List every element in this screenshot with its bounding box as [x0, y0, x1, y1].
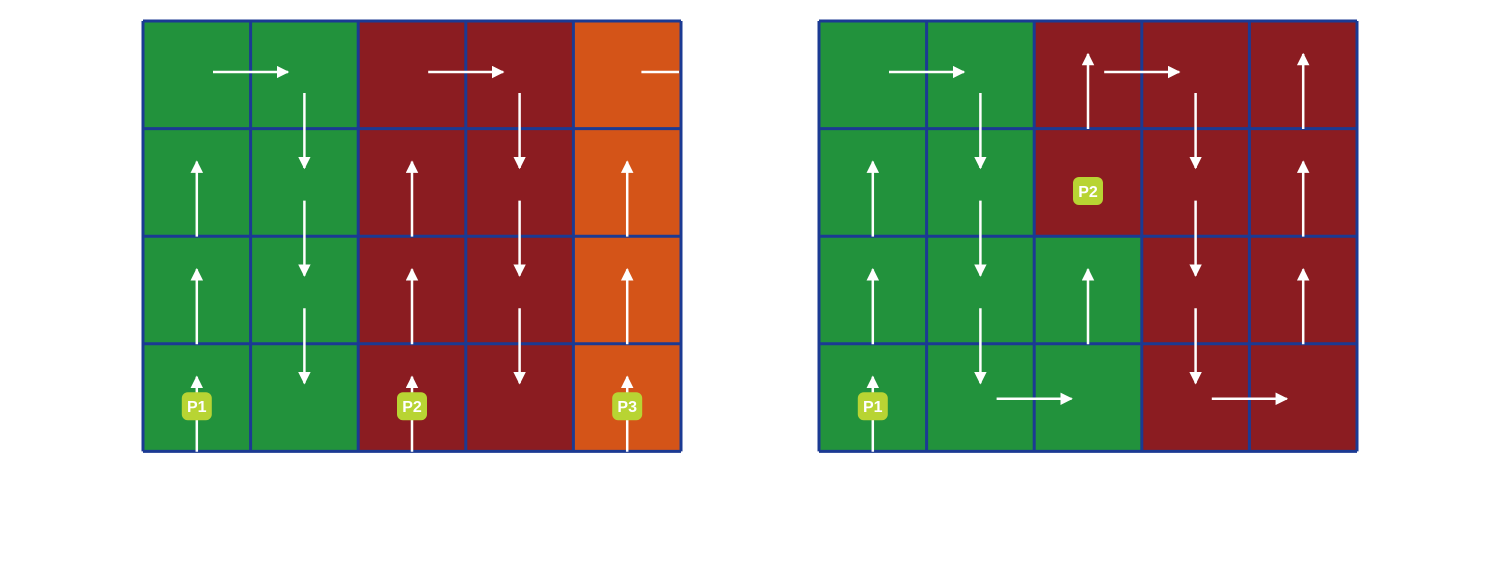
label-badge-p3: P3	[612, 392, 643, 421]
label-badge-p1: P1	[857, 392, 888, 421]
label-badge-p2: P2	[1073, 177, 1103, 206]
label-text: P1	[863, 399, 883, 416]
cell-r0-c2-red	[358, 21, 466, 129]
cell-r0-c0-green	[819, 21, 927, 129]
right-grid-diagram: P1 P2	[817, 19, 1359, 453]
label-badge-p2: P2	[397, 392, 427, 421]
label-text: P1	[187, 399, 207, 416]
label-badge-bg	[612, 392, 643, 421]
label-badge-bg	[857, 392, 888, 421]
label-badge-bg	[397, 392, 427, 421]
label-text: P3	[617, 399, 637, 416]
label-badge-bg	[1073, 177, 1103, 206]
label-badge-p1: P1	[181, 392, 212, 421]
label-text: P2	[402, 399, 422, 416]
cell-r0-c4-orange	[573, 21, 681, 129]
left-grid-diagram: P1 P2 P3	[141, 19, 683, 453]
cell-r0-c0-green	[143, 21, 251, 129]
label-badge-bg	[181, 392, 212, 421]
label-text: P2	[1078, 184, 1098, 201]
